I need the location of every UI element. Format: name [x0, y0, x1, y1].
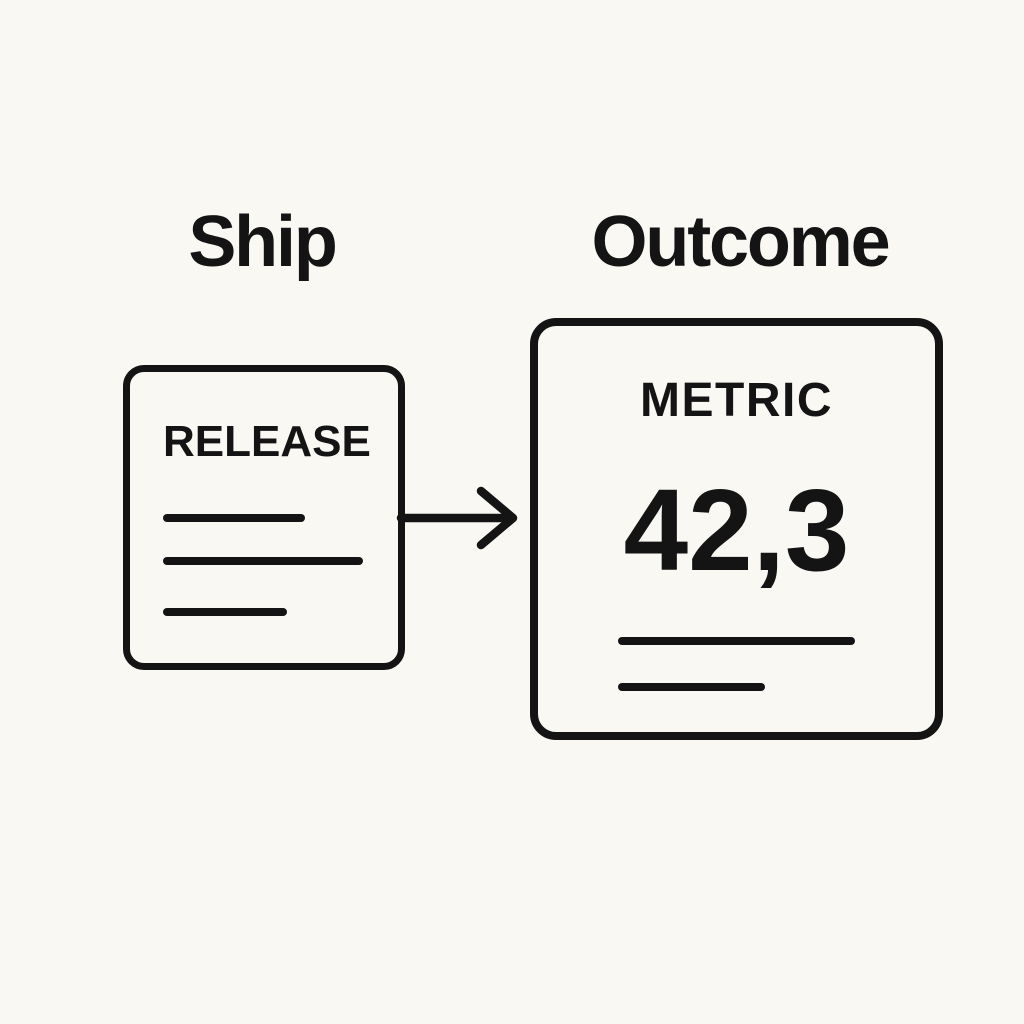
metric-card: METRIC 42,3 — [530, 318, 943, 740]
text-line — [618, 683, 765, 691]
release-card: RELEASE — [123, 365, 405, 670]
metric-value: 42,3 — [623, 465, 850, 595]
text-line — [163, 514, 305, 522]
text-line — [163, 557, 363, 565]
metric-card-title: METRIC — [640, 374, 833, 427]
text-line — [618, 637, 855, 645]
release-card-title: RELEASE — [163, 417, 371, 466]
arrow-right-icon — [396, 486, 518, 550]
heading-ship: Ship — [188, 202, 338, 282]
heading-outcome: Outcome — [591, 202, 891, 282]
text-line — [163, 608, 287, 616]
